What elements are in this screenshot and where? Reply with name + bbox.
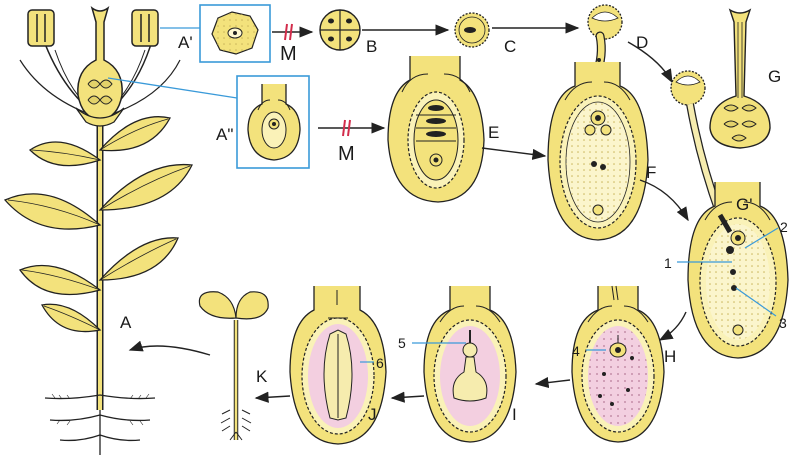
label-h: H (664, 347, 676, 366)
leaf (98, 163, 193, 211)
arrow-d-gprime (627, 41, 673, 84)
ovule-embryo-early (423, 286, 517, 443)
flowering-plant (3, 6, 193, 455)
label-d: D (636, 33, 648, 52)
arrow-e-f (481, 147, 547, 160)
arrow-f-gprime (639, 179, 689, 222)
label-part-6: 6 (376, 355, 384, 371)
label-i: I (512, 405, 517, 424)
label-g: G (768, 67, 781, 86)
label-a-prime: A' (178, 33, 193, 52)
ovule-fertilized (571, 285, 665, 443)
label-a-double-prime: A" (216, 125, 233, 144)
label-part-5: 5 (398, 335, 406, 351)
ovule-megaspore-mother (247, 84, 301, 161)
label-part-4: 4 (572, 343, 580, 359)
label-meiosis-female: M (338, 143, 355, 165)
arrow-k-a (128, 340, 211, 356)
arrow-j-k (254, 391, 291, 403)
ovule-pollination (670, 70, 789, 359)
label-c: C (504, 37, 516, 56)
arrow-gprime-h (658, 311, 687, 341)
arrow-i-j (390, 391, 425, 403)
label-k: K (256, 367, 268, 386)
pistil-detail (709, 8, 771, 149)
leaf (3, 193, 102, 230)
label-f: F (646, 163, 656, 182)
label-b: B (366, 37, 377, 56)
label-g-prime: G' (736, 195, 752, 214)
box-anther-cell (199, 4, 271, 63)
tetrad (319, 9, 361, 51)
box-ovule (236, 75, 310, 169)
leaf (40, 303, 102, 333)
leaf (19, 264, 102, 296)
callout-line-3 (735, 287, 777, 317)
label-j: J (368, 405, 377, 424)
label-e: E (488, 123, 499, 142)
ovule-megaspores (387, 56, 485, 203)
label-a: A (120, 313, 132, 332)
anther-right (131, 9, 159, 47)
pistil (77, 6, 123, 121)
leaf (98, 116, 171, 152)
callout-line-2 (744, 227, 779, 249)
anther-left (27, 9, 55, 47)
seedling (198, 291, 269, 441)
embryo-sac (547, 62, 649, 241)
leaf (98, 237, 179, 281)
label-part-2: 2 (780, 219, 788, 235)
label-part-3: 3 (779, 315, 787, 331)
callout-line-ovule (107, 77, 238, 99)
label-part-1: 1 (664, 255, 672, 271)
label-meiosis-male: M (280, 43, 297, 65)
ovule-embryo-late (289, 286, 387, 445)
arrow-h-i (534, 376, 571, 389)
pollen-grain (454, 12, 490, 48)
